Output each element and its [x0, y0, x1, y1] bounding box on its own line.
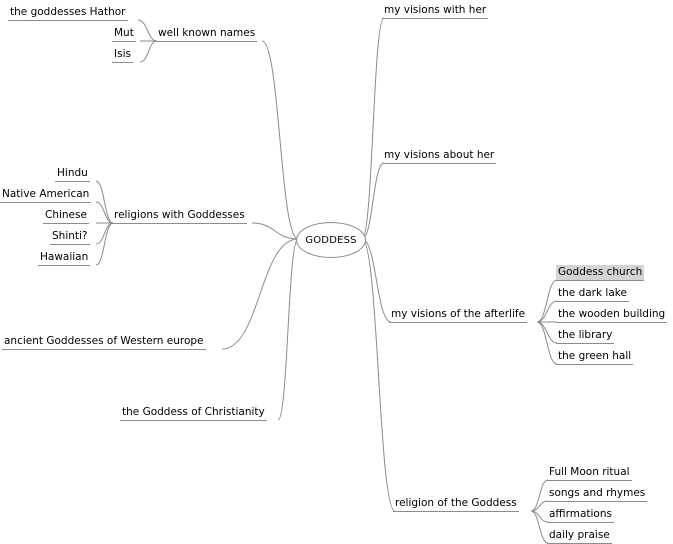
subtopic-affirmations[interactable]: affirmations [547, 507, 614, 523]
edge-rel-shinti [95, 222, 114, 245]
edge-after-green-hall [536, 321, 558, 365]
edge-rel-hindu [95, 180, 114, 224]
topic-well-known-names[interactable]: well known names [156, 26, 258, 42]
subtopic-chinese[interactable]: Chinese [43, 208, 89, 224]
subtopic-hawaiian[interactable]: Hawaiian [38, 250, 91, 266]
subtopic-the-dark-lake[interactable]: the dark lake [556, 286, 629, 302]
edge-after-library [536, 321, 558, 344]
central-topic[interactable]: GODDESS [296, 222, 366, 258]
edge-center-visions-about-her [361, 162, 385, 240]
topic-religion-of-the-goddess[interactable]: religion of the Goddess [393, 496, 519, 512]
subtopic-native-american[interactable]: Native American [0, 187, 92, 203]
edge-center-religions [251, 222, 299, 240]
edge-center-visions-with-her [361, 17, 385, 240]
edge-rel-hawaiian [95, 222, 114, 266]
edge-center-ancient-goddesses [221, 238, 299, 350]
subtopic-daily-praise[interactable]: daily praise [547, 528, 612, 544]
topic-my-visions-of-the-afterlife[interactable]: my visions of the afterlife [389, 307, 528, 323]
subtopic-isis[interactable]: Isis [112, 47, 133, 63]
topic-my-visions-with-her[interactable]: my visions with her [382, 3, 489, 19]
edge-wkn-isis [139, 40, 158, 63]
edge-center-christianity [277, 238, 299, 421]
edge-wkn-hathor [137, 19, 158, 42]
subtopic-hathor[interactable]: the goddesses Hathor [8, 5, 128, 21]
subtopic-the-wooden-building[interactable]: the wooden building [556, 307, 668, 323]
edge-after-church [536, 279, 558, 323]
topic-religions-with-goddesses[interactable]: religions with Goddesses [112, 208, 247, 224]
edge-center-religion-of-goddess [361, 238, 396, 512]
edge-after-lake [536, 300, 558, 323]
subtopic-the-library[interactable]: the library [556, 328, 615, 344]
topic-ancient-goddesses-western-europe[interactable]: ancient Goddesses of Western europe [2, 334, 206, 350]
central-topic-label: GODDESS [305, 234, 357, 246]
edge-rel-native-american [95, 201, 114, 224]
edge-rog-daily-praise [530, 510, 549, 544]
subtopic-goddess-church[interactable]: Goddess church [556, 265, 645, 281]
subtopic-full-moon-ritual[interactable]: Full Moon ritual [547, 465, 632, 481]
edge-center-visions-afterlife [361, 238, 392, 323]
edge-rog-full-moon [530, 479, 549, 512]
topic-goddess-of-christianity[interactable]: the Goddess of Christianity [120, 405, 267, 421]
subtopic-hindu[interactable]: Hindu [55, 166, 90, 182]
subtopic-mut[interactable]: Mut [112, 26, 136, 42]
edge-center-well-known-names [261, 40, 299, 240]
subtopic-songs-and-rhymes[interactable]: songs and rhymes [547, 486, 648, 502]
topic-my-visions-about-her[interactable]: my visions about her [382, 148, 497, 164]
subtopic-the-green-hall[interactable]: the green hall [556, 349, 634, 365]
edge-rog-songs [530, 500, 549, 512]
subtopic-shinti[interactable]: Shinti? [50, 229, 90, 245]
